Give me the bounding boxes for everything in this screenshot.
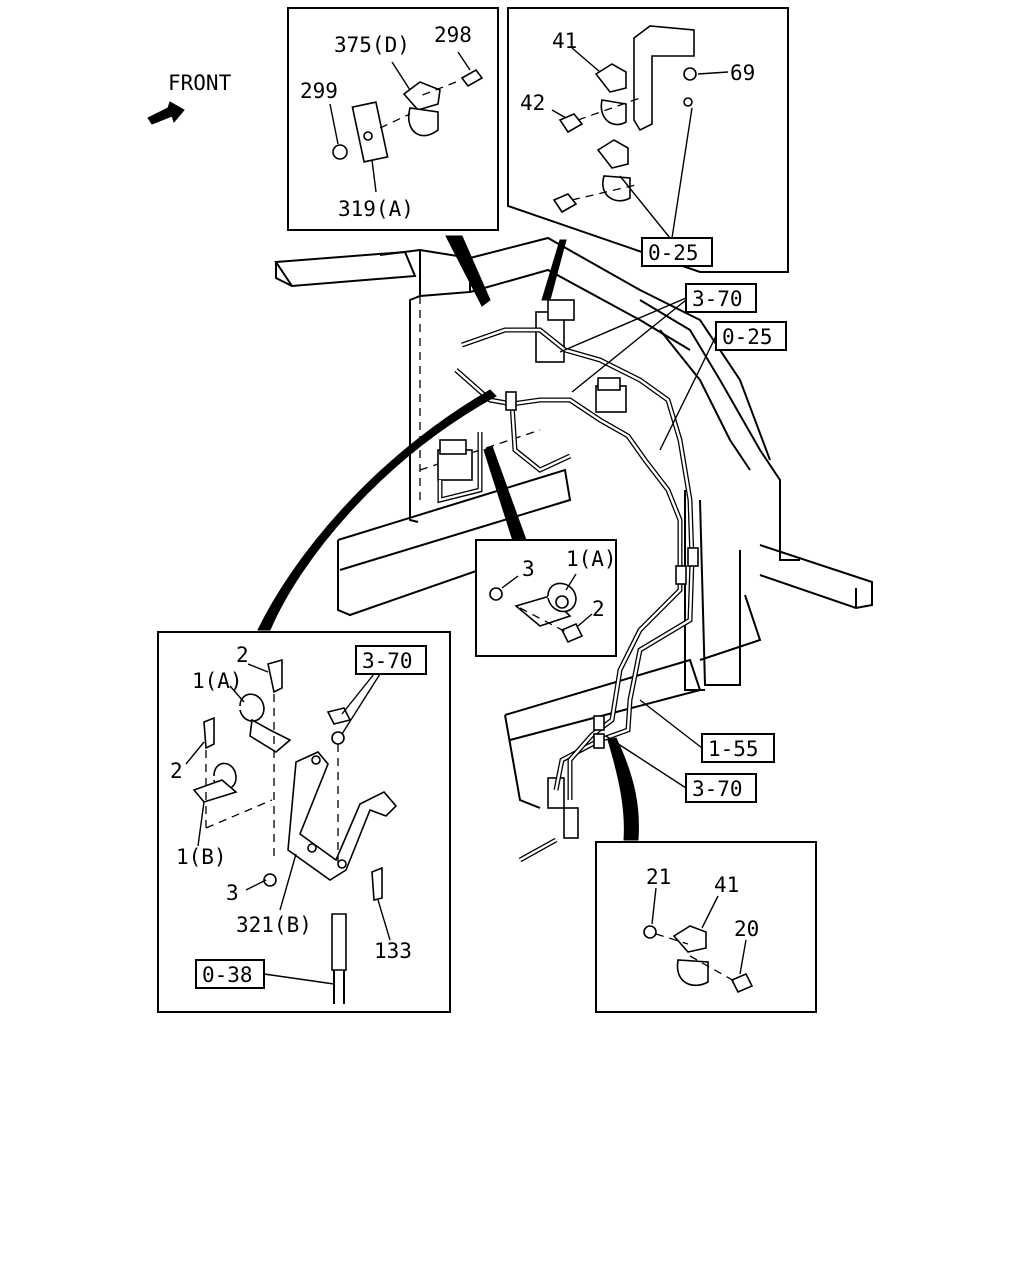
detail-box-clamp-1a	[475, 539, 617, 657]
callout-1a-mid: 1(A)	[566, 547, 617, 571]
callout-41-br: 41	[714, 873, 739, 897]
callout-0-25-main: 0-25	[722, 325, 773, 349]
detail-box-bracket-clips	[507, 7, 789, 273]
detail-box-clip-41	[595, 841, 817, 1013]
callout-319a: 319(A)	[338, 197, 414, 221]
front-indicator: FRONT	[147, 71, 232, 125]
callout-21: 21	[646, 865, 671, 889]
callout-3-70-bl: 3-70	[362, 649, 413, 673]
callout-375d: 375(D)	[334, 33, 410, 57]
callout-20: 20	[734, 917, 759, 941]
front-label: FRONT	[168, 71, 232, 95]
callout-42: 42	[520, 91, 545, 115]
callout-3-70-low: 3-70	[692, 777, 743, 801]
callout-1-55: 1-55	[708, 737, 759, 761]
callout-133: 133	[374, 939, 412, 963]
callout-69: 69	[730, 61, 755, 85]
callout-298: 298	[434, 23, 472, 47]
chassis-assembly	[274, 236, 873, 863]
callout-41-top: 41	[552, 29, 577, 53]
callout-1b-bl: 1(B)	[176, 845, 227, 869]
callout-2-bl-left: 2	[170, 759, 183, 783]
detail-box-bracket-321b	[157, 631, 451, 1013]
callout-0-25-top: 0-25	[648, 241, 699, 265]
callout-wedges	[257, 235, 639, 841]
callout-0-38: 0-38	[202, 963, 253, 987]
callout-1a-bl: 1(A)	[192, 669, 243, 693]
detail-box-clip-375d	[287, 7, 499, 231]
callout-3-mid: 3	[522, 557, 535, 581]
callout-2-bl-top: 2	[236, 643, 249, 667]
callout-299: 299	[300, 79, 338, 103]
front-arrow-icon	[147, 101, 185, 125]
callout-3-bl: 3	[226, 881, 239, 905]
main-callout-lines	[559, 283, 787, 451]
callout-3-70-main: 3-70	[692, 287, 743, 311]
lower-callout-lines	[605, 699, 775, 803]
callout-321b: 321(B)	[236, 913, 312, 937]
callout-2-mid: 2	[592, 597, 605, 621]
